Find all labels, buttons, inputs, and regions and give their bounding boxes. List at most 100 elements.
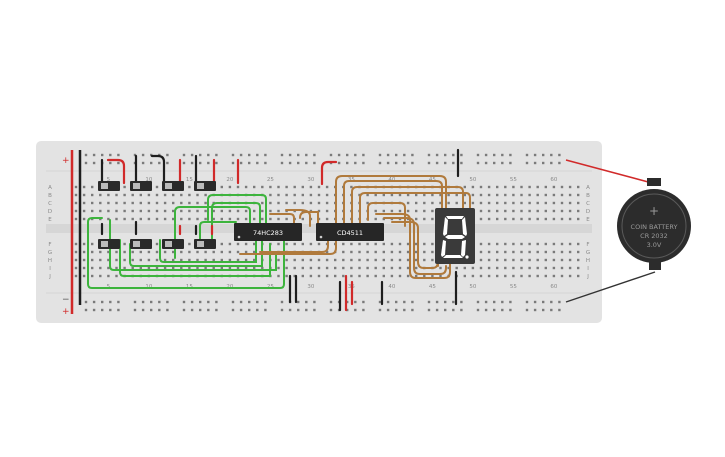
hole <box>568 274 572 278</box>
hole <box>131 250 134 254</box>
hole <box>196 217 199 221</box>
hole <box>528 209 531 213</box>
slide-switch[interactable] <box>194 239 216 249</box>
hole <box>403 153 406 157</box>
green-wires[interactable] <box>87 194 285 289</box>
hole <box>325 250 329 254</box>
hole <box>346 161 349 165</box>
hole <box>155 258 159 262</box>
hole <box>82 274 86 278</box>
hole <box>264 300 267 304</box>
hole <box>261 201 264 205</box>
row-label: J <box>586 274 589 280</box>
chip-cd4511[interactable]: CD4511 <box>316 223 384 241</box>
slide-switch[interactable] <box>162 239 184 249</box>
hole <box>560 209 564 213</box>
battery-positive-wire[interactable] <box>565 159 653 184</box>
hole <box>256 161 259 165</box>
hole <box>256 153 259 157</box>
hole <box>228 266 232 270</box>
hole <box>423 201 426 205</box>
hole <box>244 209 248 213</box>
hole <box>261 185 264 189</box>
hole <box>544 193 547 197</box>
hole <box>190 153 194 157</box>
hole <box>163 209 167 213</box>
hole <box>536 274 539 278</box>
hole <box>325 258 329 262</box>
hole <box>253 217 256 221</box>
hole <box>256 300 259 304</box>
slide-switch[interactable] <box>130 239 152 249</box>
hole <box>560 201 564 205</box>
hole <box>390 258 394 262</box>
hole <box>378 300 382 304</box>
hole <box>74 266 78 270</box>
hole <box>82 250 86 254</box>
battery-negative-wire[interactable] <box>565 271 656 303</box>
hole <box>346 153 349 157</box>
hole <box>172 250 175 254</box>
hole <box>236 185 240 189</box>
hole <box>504 185 507 189</box>
hole <box>163 250 167 254</box>
jumper-wires[interactable] <box>100 148 460 312</box>
hole <box>452 308 455 312</box>
hole <box>91 266 94 270</box>
hole <box>568 217 572 221</box>
column-label: 55 <box>510 284 517 290</box>
hole <box>525 300 529 304</box>
seven-segment-display[interactable]: 8. <box>435 208 475 281</box>
hole <box>354 308 357 312</box>
hole <box>460 153 463 157</box>
slide-switch[interactable] <box>194 181 216 191</box>
hole <box>182 153 186 157</box>
hole <box>484 308 488 312</box>
coin-battery[interactable]: + COIN BATTERY CR 2032 3.0V <box>617 178 691 270</box>
hole <box>525 161 529 165</box>
hole <box>512 209 515 213</box>
hole <box>155 266 159 270</box>
display-segments <box>441 216 469 259</box>
brown-wires[interactable] <box>239 175 471 279</box>
hole <box>536 193 539 197</box>
hole <box>117 161 120 165</box>
hole <box>390 193 394 197</box>
hole <box>329 308 333 312</box>
hole <box>568 209 572 213</box>
hole <box>354 300 357 304</box>
row-label: A <box>586 185 590 191</box>
hole <box>382 258 385 262</box>
hole <box>293 185 296 189</box>
hole <box>560 185 564 189</box>
hole <box>463 266 466 270</box>
hole <box>196 250 199 254</box>
hole <box>342 258 345 262</box>
hole <box>479 274 483 278</box>
hole <box>447 193 450 197</box>
hole <box>528 274 531 278</box>
hole <box>115 266 118 270</box>
hole <box>415 274 418 278</box>
hole <box>74 250 78 254</box>
hole <box>496 209 499 213</box>
hole <box>350 266 353 270</box>
hole <box>552 193 556 197</box>
hole <box>236 209 240 213</box>
hole <box>504 250 507 254</box>
hole <box>544 209 547 213</box>
slide-switch[interactable] <box>98 239 120 249</box>
hole <box>528 217 531 221</box>
hole <box>115 274 118 278</box>
hole <box>439 266 442 270</box>
hole <box>288 153 292 157</box>
hole <box>374 266 377 270</box>
hole <box>423 250 426 254</box>
hole <box>313 308 316 312</box>
slide-switch[interactable] <box>130 181 152 191</box>
slide-switch[interactable] <box>162 181 184 191</box>
hole <box>406 266 410 270</box>
slide-switch[interactable] <box>98 181 120 191</box>
hole <box>99 266 102 270</box>
chip-74hc283[interactable]: 74HC283 <box>234 223 302 241</box>
